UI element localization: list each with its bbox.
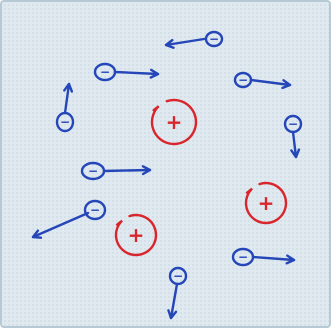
paper-background xyxy=(1,1,330,327)
negative-sign: − xyxy=(60,115,70,129)
negative-sign: − xyxy=(90,203,100,217)
negative-sign: − xyxy=(173,269,183,283)
negative-sign: − xyxy=(288,117,298,131)
positive-sign: + xyxy=(128,223,145,247)
negative-sign: − xyxy=(238,250,248,264)
negative-sign: − xyxy=(100,65,110,79)
positive-sign: + xyxy=(258,191,275,215)
positive-sign: + xyxy=(166,110,183,134)
negative-sign: − xyxy=(88,164,98,178)
negative-sign: − xyxy=(209,32,219,46)
negative-sign: − xyxy=(238,73,248,87)
